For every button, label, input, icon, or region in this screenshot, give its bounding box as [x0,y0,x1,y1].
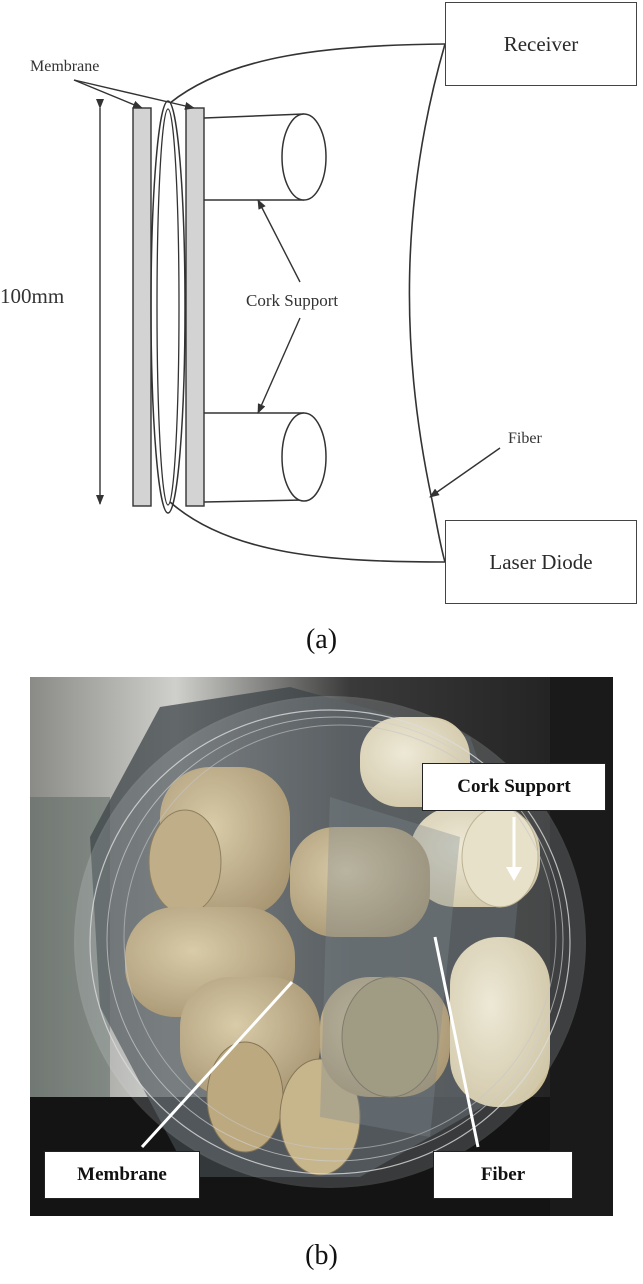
fiber-coil-outer [150,100,186,514]
membrane-leader-2 [73,79,195,110]
cork-support-upper [203,113,327,201]
membrane-label: Membrane [30,58,100,75]
membrane-leader-1 [73,79,143,109]
fiber-upper-curve [169,43,446,104]
caption-a: (a) [305,624,338,655]
fiber-lower-curve [169,501,446,563]
receiver-label: Receiver [503,31,579,56]
photo-fiber-text: Fiber [480,1164,526,1185]
membrane-right [185,107,205,507]
photo-fiber-label: Fiber [433,1151,573,1199]
schematic-diagram: Receiver Laser Diode Membrane 100mm Cork… [0,0,643,610]
sensor-photo: Cork Support Membrane Fiber [30,677,613,1216]
cork-front-group [125,767,450,1176]
fiber-coil-inner [156,108,180,506]
cork-back-group [360,717,550,1107]
photo-membrane-text: Membrane [77,1164,167,1185]
photo-fiber-pointer [433,936,480,1148]
cork-support-label: Cork Support [246,291,339,310]
photo-membrane-label: Membrane [44,1151,200,1199]
photo-membrane-pointer [140,980,294,1149]
fiber-arrow [429,447,501,498]
photo-cork-support-text: Cork Support [457,776,571,797]
laser-diode-box: Laser Diode [445,520,637,604]
cork-arrow-upper [257,199,301,283]
fiber-right-curve [408,43,446,563]
photo-cork-support-label: Cork Support [422,763,606,811]
cork-support-lower [203,412,327,503]
cork-arrow-lower [257,317,301,414]
schematic-drawing [73,43,501,563]
caption-b: (b) [305,1240,338,1271]
laser-diode-label: Laser Diode [489,549,593,574]
fiber-label: Fiber [508,430,542,447]
photo-illustration [30,677,613,1216]
membrane-left [132,107,152,507]
receiver-box: Receiver [445,2,637,86]
dimension-label: 100mm [0,284,65,308]
